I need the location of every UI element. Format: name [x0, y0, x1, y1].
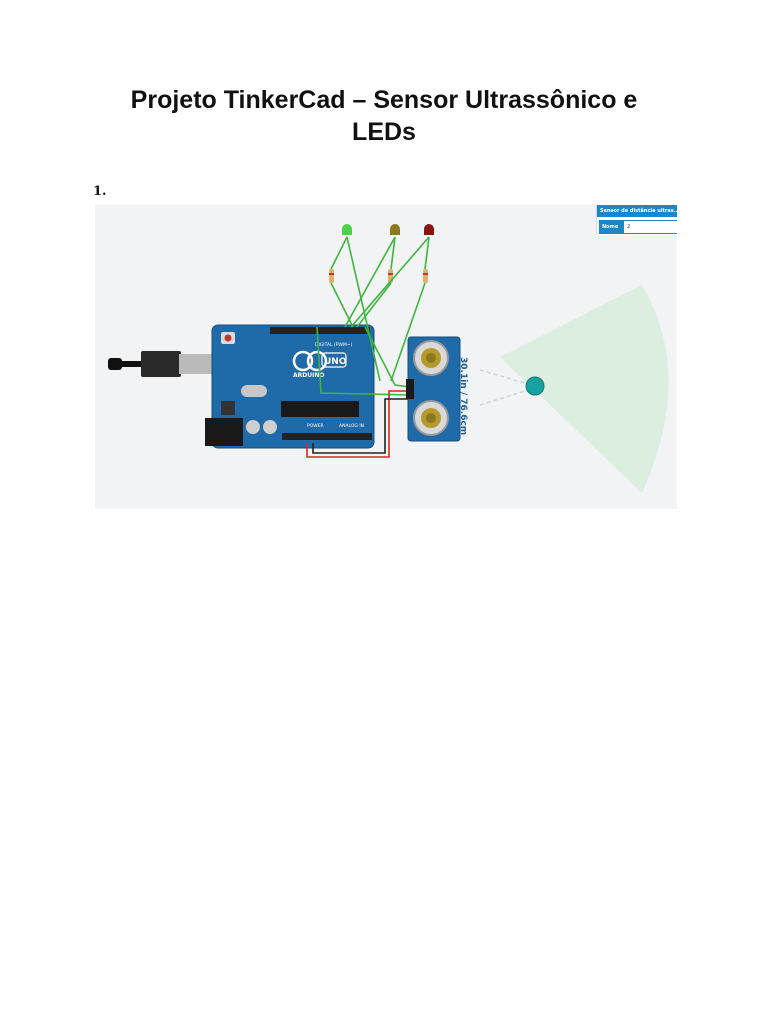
led-red	[423, 224, 434, 283]
circuit-diagram: ARDUINO UNO DIGITAL (PWM~) POWER ANALOG …	[108, 224, 669, 493]
sensor-reading: 30.1in / 76.6cm	[458, 357, 468, 435]
board-digital-label: DIGITAL (PWM~)	[315, 342, 353, 348]
led-green	[329, 224, 352, 283]
document-title: Projeto TinkerCad – Sensor Ultrassônico …	[130, 86, 638, 146]
target-object	[525, 376, 545, 396]
board-brand-label: ARDUINO	[293, 372, 324, 379]
wires-green	[316, 236, 430, 396]
name-field-row: Nome 2	[599, 220, 677, 234]
usb-cable	[108, 351, 213, 377]
sensor-beam-line	[479, 369, 526, 384]
board-model-label: UNO	[324, 357, 347, 367]
board-analog-label: ANALOG IN	[339, 423, 364, 429]
panel-title: Sensor de distância ultras...	[597, 205, 677, 217]
component-properties-panel: Sensor de distância ultras... Nome 2	[596, 205, 677, 235]
circuit-figure: ARDUINO UNO DIGITAL (PWM~) POWER ANALOG …	[95, 205, 677, 509]
wires-power	[306, 390, 410, 458]
led-yellow	[388, 224, 400, 283]
board-power-label: POWER	[307, 423, 324, 429]
name-field-label: Nome	[600, 221, 624, 233]
arduino-board	[205, 324, 375, 449]
sensor-range-area	[500, 285, 669, 493]
ultrasonic-sensor	[406, 336, 461, 442]
list-item-number: 1.	[93, 184, 107, 199]
name-field-input[interactable]: 2	[627, 224, 631, 230]
sensor-beam-line	[479, 390, 526, 406]
